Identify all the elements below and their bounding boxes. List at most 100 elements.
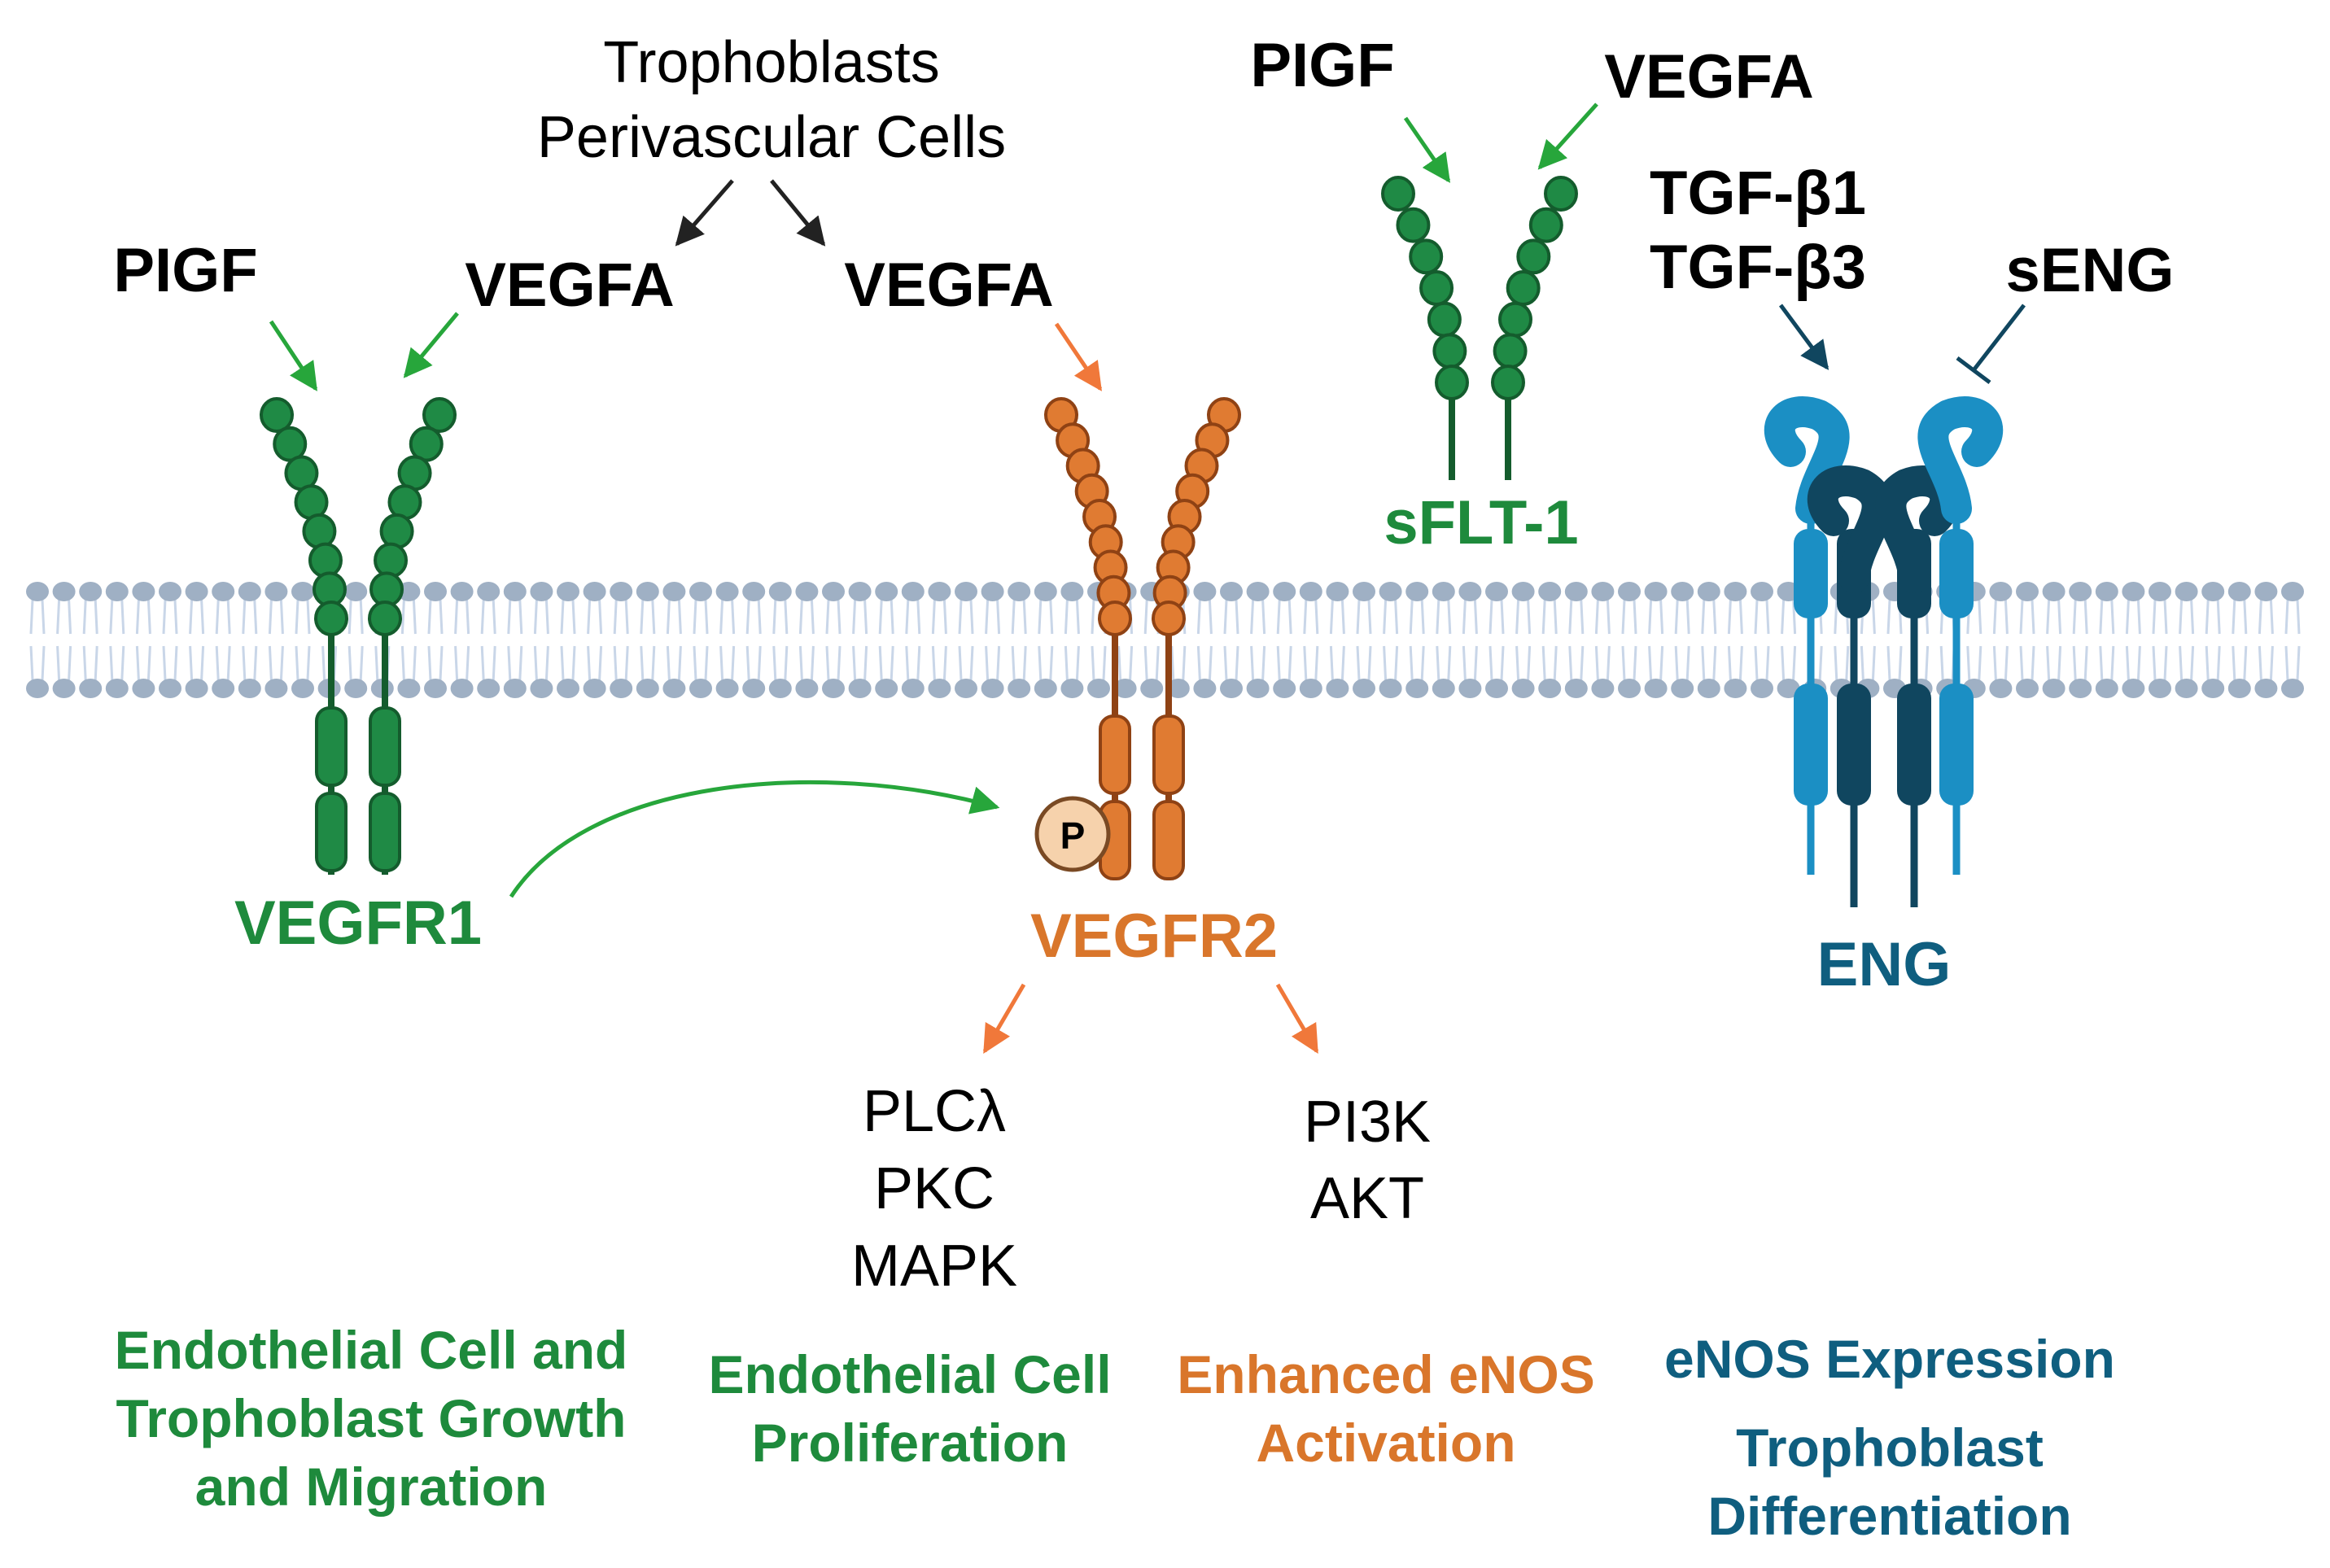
lipid-tail [215,645,220,681]
lipid-tail [624,599,629,635]
lipid-tail [1648,599,1653,635]
lipid-tail [2179,645,2184,681]
lipid-tail [1765,599,1770,635]
lipid-tail [1208,645,1213,681]
lipid-tail [916,599,921,635]
lipid-tail [560,645,565,681]
lipid-head [822,679,845,698]
lipid-tail [400,599,405,635]
lipid-tail [651,645,656,681]
lipid-head [2122,582,2145,601]
lipid-tail [306,599,311,635]
lipid-tail [200,645,205,681]
lipid-head [477,582,501,601]
lipid-tail [852,645,857,681]
lipid-tail [146,645,151,681]
lipid-tail [162,645,167,681]
lipid-head [424,582,447,601]
lipid-head [2016,582,2039,601]
outcome-enos-activation-line2: Activation [1256,1413,1516,1473]
lipid-tail [1939,645,1944,681]
lipid-tail [1155,645,1160,681]
lipid-tail [2232,645,2236,681]
lipid-tail [2031,645,2035,681]
ig-domain [314,601,348,636]
lipid-tail [2125,645,2130,681]
kinase-domain [369,792,401,872]
lipid-head [928,679,951,698]
lipid-tail [1633,645,1637,681]
lipid-tail [863,599,868,635]
lipid-head [26,582,49,601]
ig-domain [1506,270,1541,306]
lipid-head [477,679,501,698]
lipid-tail [1515,599,1520,635]
lipid-tail [1992,645,1997,681]
lipid-tail [798,645,803,681]
eng-receptor [1764,396,2004,907]
lipid-tail [427,645,432,681]
lipid-tail [2099,599,2104,635]
vegfr2-receptor [1044,397,1241,880]
lipid-head [742,582,766,601]
lipid-head [2175,582,2198,601]
lipid-tail [1075,645,1080,681]
lipid-tail [200,599,205,635]
lipid-head [1485,582,1508,601]
lipid-head [424,679,447,698]
lipid-tail [439,645,444,681]
lipid-head [1644,679,1668,698]
lipid-head [1193,679,1217,698]
lipid-tail [492,599,496,635]
lipid-tail [1845,645,1850,681]
lipid-head [1379,582,1402,601]
lipid-head [928,582,951,601]
vegfr1-receptor [260,397,457,875]
lipid-tail [189,645,194,681]
lipid-tail [507,645,512,681]
lipid-tail [1701,599,1706,635]
lipid-tail [1978,599,1982,635]
ig-domain [1409,238,1444,275]
lipid-head [530,679,553,698]
arrow-vegfa-to-vegfr1 [403,312,459,378]
ig-domain [308,542,343,579]
lipid-tail [1886,599,1891,635]
lipid-tail [109,599,114,635]
lipid-tail [226,599,231,635]
lipid-head [1458,679,1482,698]
ligand-plgf-left: PIGF [113,236,258,305]
lipid-head [2149,582,2171,601]
label-vegfr2: VEGFR2 [1029,902,1279,971]
lipid-head [557,679,579,698]
lipid-head [795,582,819,601]
lipid-tail [719,645,724,681]
arrow-vegfr1-to-vegfr2 [509,780,1000,898]
lipid-head [2201,679,2225,698]
lipid-tail [2110,599,2115,635]
lipid-head [1193,582,1217,601]
lipid-tail [1541,645,1546,681]
lipid-tail [1978,645,1982,681]
lipid-tail [1276,645,1281,681]
lipid-head [1618,582,1641,601]
outcome-proliferation-line1: Endothelial Cell [708,1344,1112,1404]
lipid-tail [1792,599,1797,635]
lipid-tail [1170,645,1175,681]
lipid-tail [2046,599,2051,635]
lipid-tail [306,645,311,681]
lipid-head [742,679,766,698]
lipid-head [397,679,421,698]
lipid-tail [135,645,140,681]
lipid-head [689,582,712,601]
lipid-tail [624,645,629,681]
lipid-head [636,679,659,698]
lipid-tail [1356,599,1361,635]
lipid-tail [1383,599,1388,635]
lipid-head [2122,679,2145,698]
lipid-head [2175,679,2198,698]
lipid-tail [146,599,151,635]
lipid-tail [1701,645,1706,681]
lipid-tail [2072,599,2077,635]
ig-domain [1516,238,1551,275]
